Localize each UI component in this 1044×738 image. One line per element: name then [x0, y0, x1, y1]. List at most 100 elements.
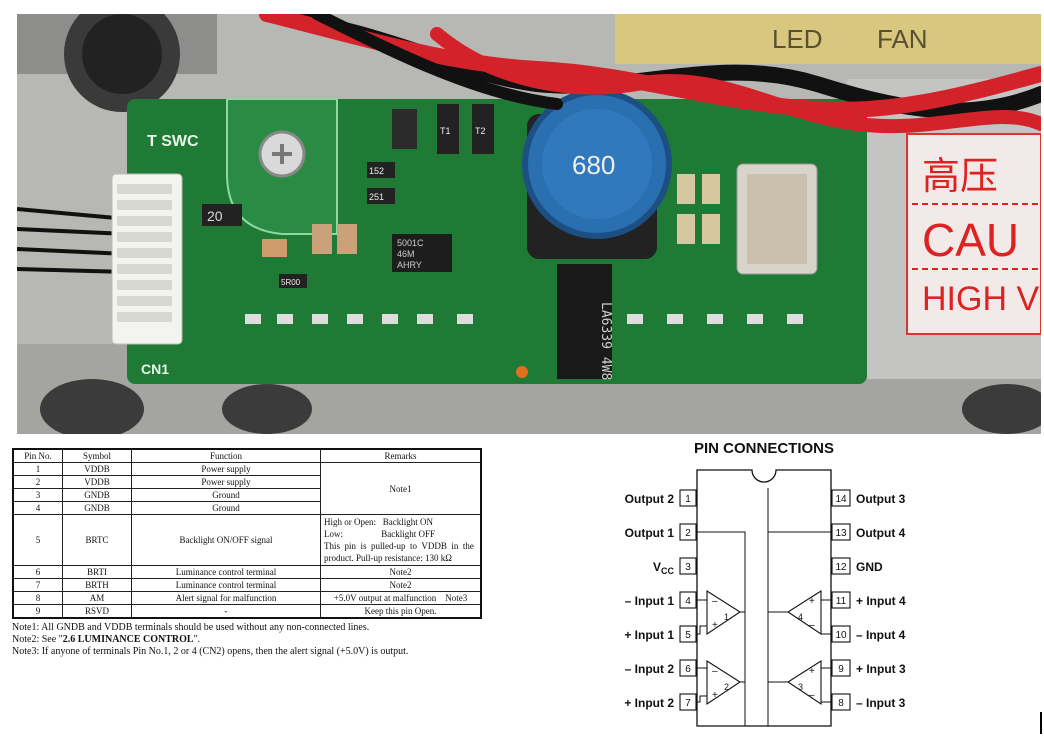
smd-components: 20 152 251 5R00 5001C 46M AHRY T1 T2 [202, 104, 803, 378]
connector-pins [117, 184, 172, 322]
pin-number: 13 [835, 528, 847, 539]
opamp-3-minus: – [809, 690, 815, 701]
warning-caution-text: CAU [922, 214, 1019, 266]
pin-box [679, 625, 697, 643]
opamp-2-number: 2 [724, 682, 729, 692]
pin-box [831, 659, 851, 677]
table-row: 6 BRTI Luminance control terminal Note2 [12, 565, 482, 579]
pin-label: + Input 1 [624, 628, 674, 642]
smd-152-label: 152 [369, 166, 384, 176]
right-pin-9: 9+ Input 3 [831, 659, 906, 677]
chip-label: LA6339 4W8 [598, 302, 613, 380]
pin-box [831, 489, 851, 507]
fan-board [615, 14, 1041, 64]
jumper-t2-label: T2 [475, 126, 486, 136]
pin-box [679, 557, 697, 575]
pin-label: + Input 3 [856, 662, 906, 676]
inductor-label: 680 [572, 150, 615, 180]
cell-pin: 7 [12, 578, 63, 592]
cell-symbol: VDDB [62, 475, 132, 489]
warning-cn-text: 高压 [922, 154, 998, 198]
pin-box [679, 591, 697, 609]
table-row: 7 BRTH Luminance control terminal Note2 [12, 578, 482, 592]
remark-line: Low: Backlight OFF [324, 529, 436, 539]
pin-number: 5 [685, 630, 691, 641]
cell-pin: 6 [12, 565, 63, 579]
table-row: 3 GNDB Ground [12, 488, 481, 502]
pcb-cert-text: T SWC [147, 133, 199, 150]
opamp-3: + – 3 [786, 659, 822, 706]
opamp-2-minus: – [712, 666, 718, 677]
pin-label: + Input 4 [856, 594, 906, 608]
cell-remark-backlight: High or Open: Backlight ON Low: Backligh… [320, 514, 482, 566]
table-notes: Note1: All GNDB and VDDB terminals shoul… [12, 622, 408, 658]
opamp-3-plus: + [809, 666, 815, 677]
cell-remark: Keep this pin Open. [320, 604, 482, 619]
pin-number: 2 [685, 528, 691, 539]
note-2-link-text: 2.6 LUMINANCE CONTROL [62, 634, 194, 645]
inductor-top [542, 109, 652, 219]
cell-remark: +5.0V output at malfunction Note3 [320, 591, 482, 605]
opamp-4-number: 4 [798, 612, 803, 622]
cell-pin: 5 [12, 514, 63, 566]
diagram-title: PIN CONNECTIONS [694, 440, 834, 457]
pin-box [831, 557, 851, 575]
cell-symbol: GNDB [62, 501, 132, 515]
pin-box [679, 659, 697, 677]
opamp-1: – + 1 [706, 589, 745, 636]
pin-label: – Input 3 [856, 696, 906, 710]
left-pin-2: 2 Output 1 [625, 523, 697, 541]
smd-251-label: 251 [369, 192, 384, 202]
fan-board-fan-label: FAN [877, 24, 928, 54]
header-symbol: Symbol [62, 448, 132, 463]
cell-function: Ground [131, 501, 321, 515]
cell-symbol: BRTH [62, 578, 132, 592]
opamp-4-minus: – [809, 620, 815, 631]
left-pin-7: 7+ Input 2 [624, 693, 697, 711]
cell-pin: 3 [12, 488, 63, 502]
smd-20-label: 20 [207, 208, 223, 224]
pin-label: GND [856, 560, 883, 574]
pin-number: 3 [685, 562, 691, 573]
opamp-1-minus: – [712, 596, 718, 607]
pcb-photo: LED FAN 高压 CAU HIGH V T SWC CN1 20 152 2… [17, 14, 1041, 434]
table-row: 1 VDDB Power supply Note1 [12, 462, 482, 515]
opamp-4-plus: + [809, 596, 815, 607]
opamp-1-number: 1 [724, 612, 729, 622]
screw-cross [272, 144, 292, 164]
left-pin-6: 6– Input 2 [625, 659, 697, 677]
pin-label: Output 4 [856, 526, 906, 540]
pin-label: Output 1 [625, 526, 675, 540]
right-pin-12: 12 GND [831, 557, 883, 575]
la6339-chip [557, 264, 612, 379]
ic-package-outline [696, 469, 832, 727]
pin-box [679, 693, 697, 711]
left-pin-5: 5 + Input 1 [624, 625, 697, 643]
pin-label: Output 2 [625, 492, 675, 506]
cell-symbol: BRTI [62, 565, 132, 579]
pin-box [831, 591, 851, 609]
chassis-cutout-right [962, 384, 1041, 434]
smd-5r00-label: 5R00 [281, 278, 301, 287]
pin-number: 11 [836, 596, 847, 607]
note-2-prefix: Note2: See " [12, 634, 63, 645]
remark-line: This pin is pulled-up to VDDB in the [324, 541, 474, 551]
cell-function: Ground [131, 488, 321, 502]
table-row: 9 RSVD - Keep this pin Open. [12, 604, 482, 619]
ic-label-top: 5001C [397, 238, 424, 248]
right-pin-13: 13 Output 4 [831, 523, 906, 541]
note-3: Note3: If anyone of terminals Pin No.1, … [12, 646, 409, 657]
pin-box [831, 693, 851, 711]
pin-box [679, 489, 697, 507]
pin-label: + Input 2 [624, 696, 674, 710]
cell-symbol: RSVD [62, 604, 132, 619]
pin-number: 12 [835, 562, 847, 573]
jumper-t1-label: T1 [440, 126, 451, 136]
opamp-2: – + 2 [706, 659, 742, 706]
cell-symbol: AM [62, 591, 132, 605]
